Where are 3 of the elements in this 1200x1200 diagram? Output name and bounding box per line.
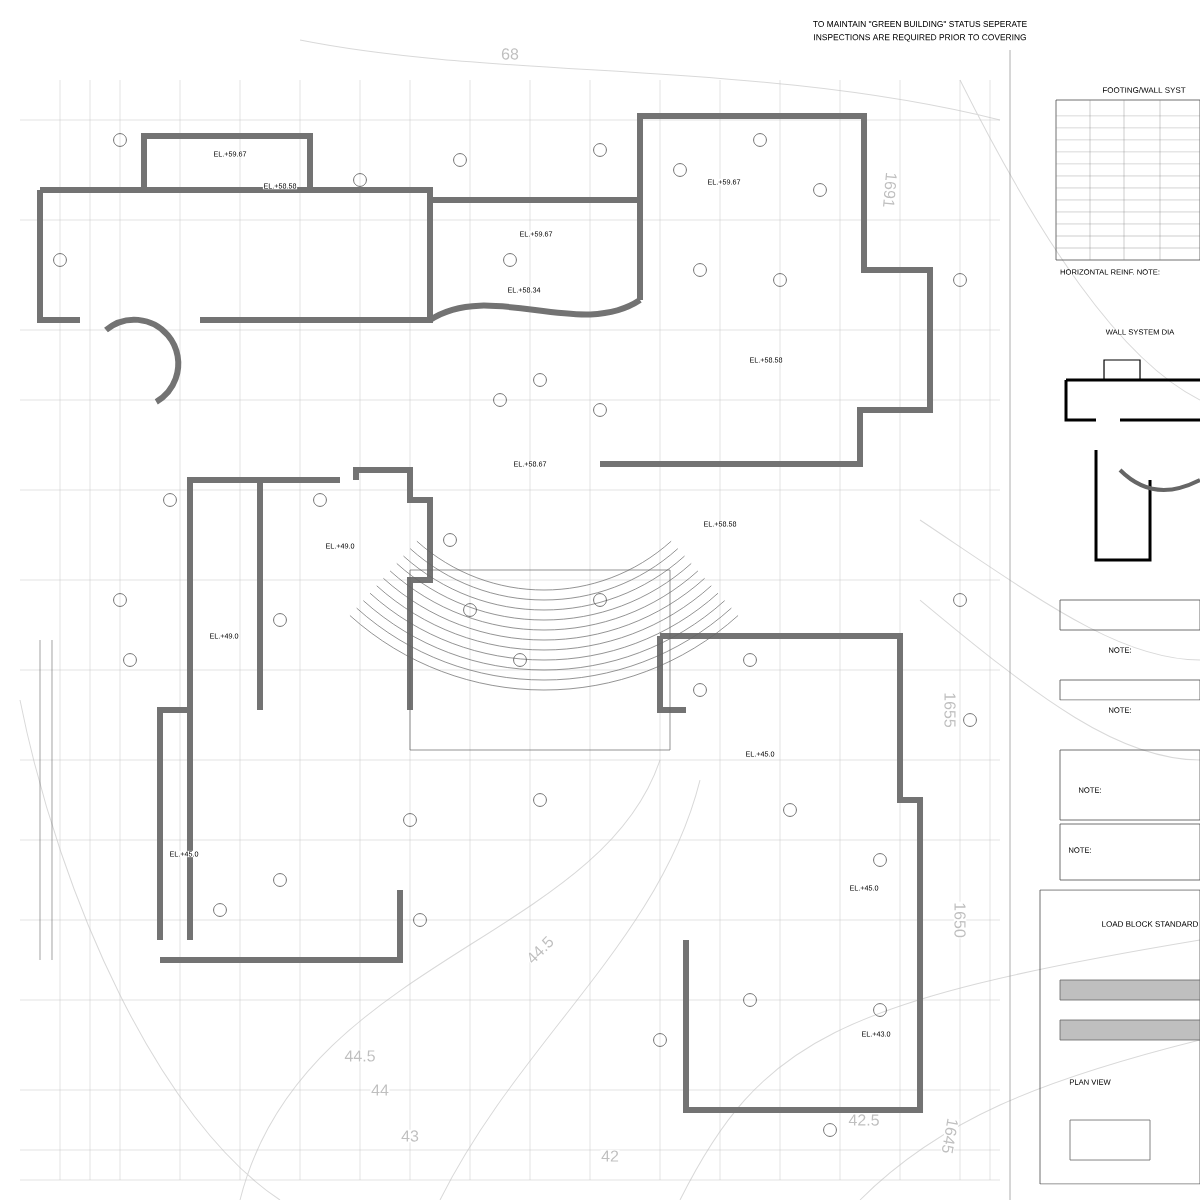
contour-label: 44.5 [524, 934, 556, 966]
contour-label: 1691 [882, 171, 898, 209]
contour-label: 1645 [940, 1116, 960, 1156]
